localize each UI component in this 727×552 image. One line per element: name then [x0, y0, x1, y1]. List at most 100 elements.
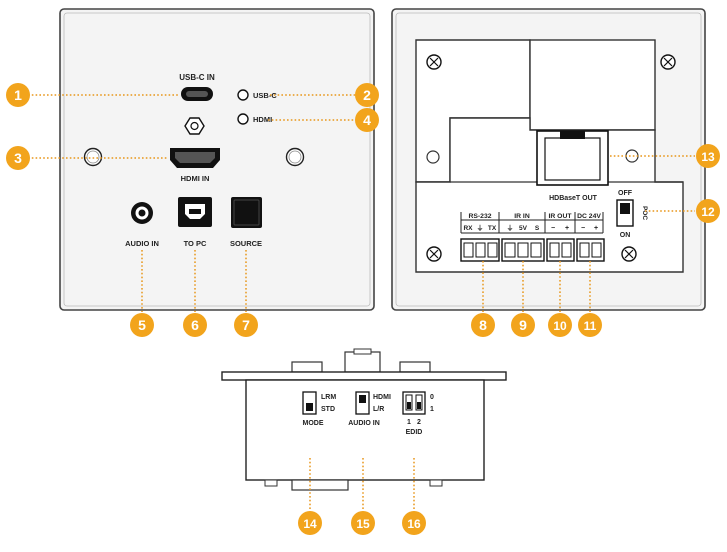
rs232-pin-rx: RX [463, 225, 473, 232]
hdbaset-out-latch [560, 131, 585, 139]
callout-5: 5 [130, 313, 154, 337]
callout-3-number: 3 [14, 150, 22, 166]
ir-in-pin-s: S [535, 225, 540, 232]
usb-c-in-label: USB-C IN [179, 73, 215, 82]
callout-13-number: 13 [701, 150, 715, 164]
rear-bracket-hole [426, 150, 440, 164]
side-top-tab-left [291, 361, 323, 373]
front-faceplate-inner [63, 12, 371, 307]
edid-state-0: 0 [430, 394, 434, 401]
callout-9-number: 9 [519, 317, 527, 333]
callout-11: 11 [578, 313, 602, 337]
terminal-header [460, 212, 604, 234]
front-panel: USB-C IN USB-C HDMI HDMI IN AUDIO IN TO … [59, 8, 375, 311]
screw-bottom-right [621, 246, 637, 262]
side-bottom-connector [291, 479, 349, 491]
side-bottom-foot-right [429, 479, 443, 487]
audio-in-label: AUDIO IN [125, 239, 159, 248]
callout-6-number: 6 [191, 317, 199, 333]
hdbaset-out-label: HDBaseT OUT [549, 195, 598, 202]
callout-2-number: 2 [363, 87, 371, 103]
audio-in-switch-label: AUDIO IN [348, 420, 380, 427]
screw-bottom-left [426, 246, 442, 262]
dc-24v-terminal-block [576, 238, 605, 262]
callout-8: 8 [471, 313, 495, 337]
screw-top-right [660, 54, 676, 70]
side-view: LRM STD MODE HDMI L/R AUDIO IN 0 1 1 2 E… [221, 348, 507, 491]
callout-5-number: 5 [138, 317, 146, 333]
callout-1-number: 1 [14, 87, 22, 103]
ir-out-label: IR OUT [548, 213, 572, 220]
ir-in-terminal-block [501, 238, 545, 262]
callout-12: 12 [696, 199, 720, 223]
audio-in-switch-actuator [359, 395, 366, 403]
side-top-tab-right [399, 361, 431, 373]
edid-state-1: 1 [430, 406, 434, 413]
edid-switch-number-1: 1 [407, 419, 411, 426]
callout-3: 3 [6, 146, 30, 170]
hdmi-in-label: HDMI IN [181, 174, 210, 183]
source-button[interactable] [231, 197, 262, 228]
callout-6: 6 [183, 313, 207, 337]
rs232-pin-ground: ⏚ [477, 224, 484, 232]
poc-off-label: OFF [618, 190, 633, 197]
audio-option-lr: L/R [373, 406, 384, 413]
mode-option-lrm: LRM [321, 394, 336, 401]
edid-dip-actuator-1 [407, 402, 411, 409]
rs232-terminal-block [460, 238, 500, 262]
edid-dip-actuator-2 [417, 402, 421, 409]
edid-switch-number-2: 2 [417, 419, 421, 426]
hdbaset-out-port-inner [544, 137, 601, 181]
mode-label: MODE [303, 420, 324, 427]
callout-16: 16 [402, 511, 426, 535]
to-pc-label: TO PC [184, 239, 207, 248]
callout-4: 4 [355, 108, 379, 132]
side-top-connector-cap [353, 348, 372, 355]
hdmi-in-port-inner [175, 152, 215, 163]
ir-in-pin-ground: ⏚ [507, 224, 514, 232]
rs232-label: RS-232 [468, 213, 491, 220]
dc-pin-minus: − [581, 225, 585, 232]
ir-out-pin-plus: + [565, 225, 569, 232]
front-mount-hole-right-inner [288, 150, 302, 164]
dc-24v-label: DC 24V [577, 213, 601, 220]
callout-13: 13 [696, 144, 720, 168]
callout-16-number: 16 [407, 517, 421, 531]
audio-in-jack-center [138, 209, 146, 217]
side-bottom-foot-left [264, 479, 278, 487]
usb-b-port-tongue [189, 209, 201, 214]
enclosure-top-plate [529, 39, 656, 131]
callout-9: 9 [511, 313, 535, 337]
callout-2: 2 [355, 83, 379, 107]
poc-label: POC [641, 206, 648, 220]
dc-pin-plus: + [594, 225, 598, 232]
callout-15: 15 [351, 511, 375, 535]
callout-7: 7 [234, 313, 258, 337]
callout-1: 1 [6, 83, 30, 107]
callout-4-number: 4 [363, 112, 371, 128]
ir-in-label: IR IN [514, 213, 530, 220]
front-mount-hole-left-inner [86, 150, 100, 164]
led-hdmi-label: HDMI [253, 115, 272, 124]
callout-10-number: 10 [553, 319, 567, 333]
callout-14-number: 14 [303, 517, 317, 531]
callout-12-number: 12 [701, 205, 715, 219]
callout-7-number: 7 [242, 317, 250, 333]
usb-c-port-inner [186, 91, 208, 97]
callout-11-number: 11 [584, 319, 597, 333]
led-usb-c [237, 89, 249, 101]
rear-panel: HDBaseT OUT RS-232 IR IN IR OUT DC 24V R… [391, 8, 706, 311]
screw-top-left [426, 54, 442, 70]
callout-14: 14 [298, 511, 322, 535]
callouts: 1 2 3 4 5 6 7 8 9 10 11 12 13 14 15 16 [6, 83, 720, 535]
source-label: SOURCE [230, 239, 262, 248]
audio-option-hdmi: HDMI [373, 394, 391, 401]
led-usb-c-label: USB-C [253, 91, 277, 100]
callout-8-number: 8 [479, 317, 487, 333]
callout-10: 10 [548, 313, 572, 337]
callout-15-number: 15 [356, 517, 370, 531]
ir-in-pin-5v: 5V [519, 225, 528, 232]
edid-label: EDID [406, 429, 423, 436]
side-faceplate-edge [221, 371, 507, 381]
leader-lines [28, 94, 695, 510]
